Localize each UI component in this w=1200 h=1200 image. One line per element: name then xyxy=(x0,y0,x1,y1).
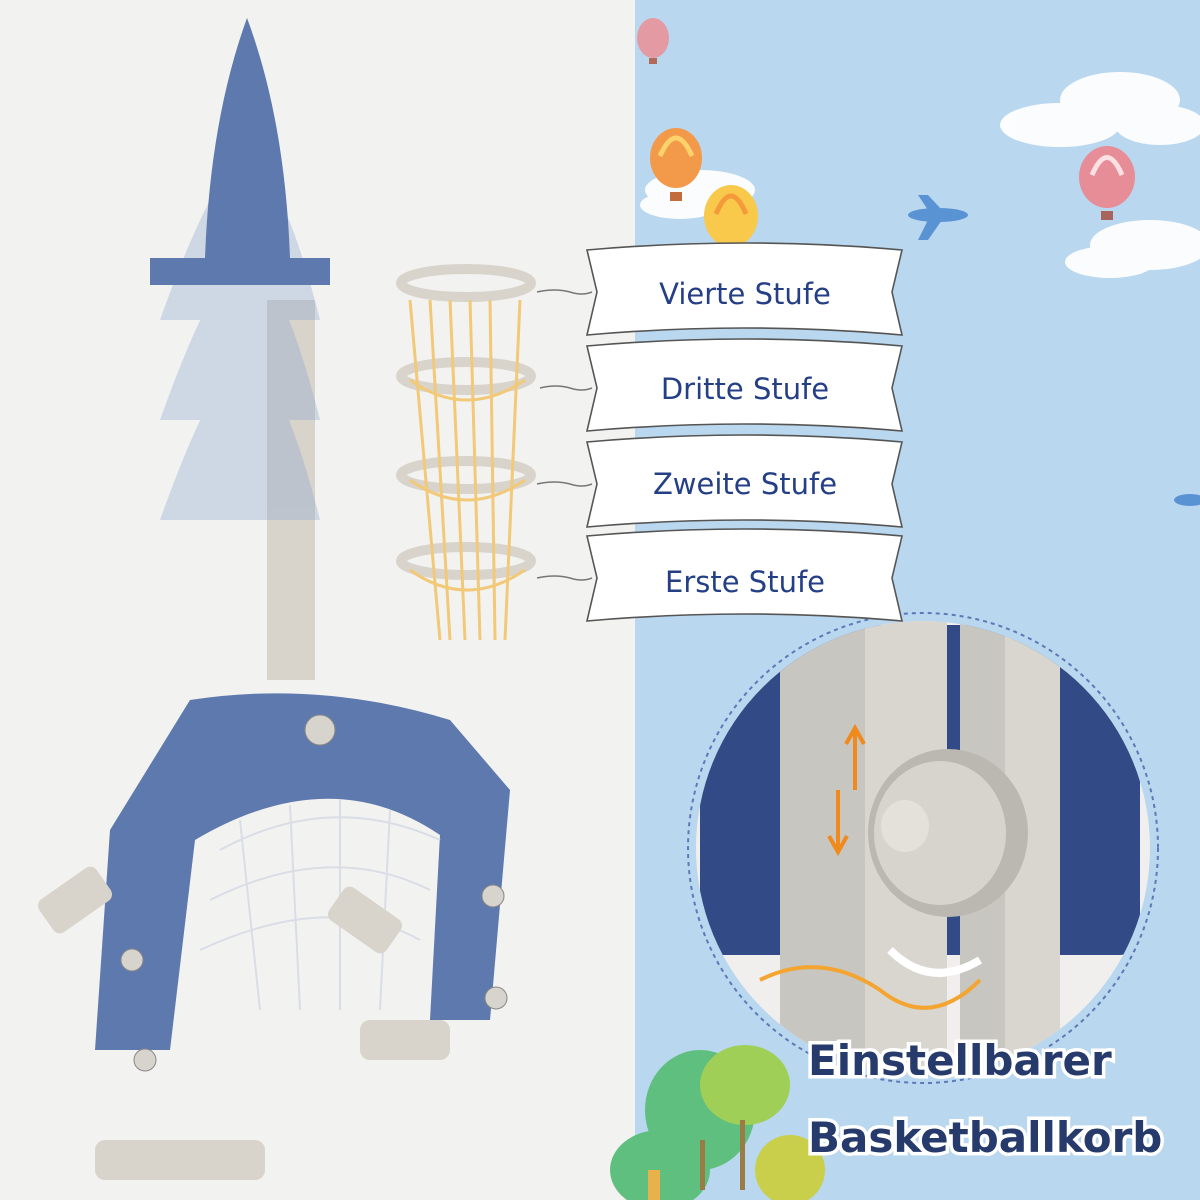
airplane-icon xyxy=(908,195,968,240)
level-label-text: Zweite Stufe xyxy=(653,467,837,501)
title-line-2: Basketballkorb xyxy=(808,1113,1162,1162)
level-label-zweite: Zweite Stufe xyxy=(585,434,904,528)
up-down-arrow-icon xyxy=(827,723,866,857)
studio-background xyxy=(0,0,640,1200)
hoop-ring xyxy=(396,456,536,494)
balloon-icon xyxy=(1079,146,1135,220)
rocket-backboard xyxy=(150,18,330,285)
tree-decoration xyxy=(610,1045,825,1200)
adjustment-knob-icon xyxy=(868,749,1028,917)
level-label-dritte: Dritte Stufe xyxy=(585,338,904,432)
balloon-icon xyxy=(637,18,669,64)
hoop-ring xyxy=(396,357,536,395)
balloon-icon xyxy=(650,128,702,201)
level-connectors xyxy=(536,289,593,581)
basketball-stand xyxy=(37,18,536,1180)
hoop-ring xyxy=(396,264,536,302)
airplane-icon xyxy=(1174,494,1200,506)
hoop-net xyxy=(408,299,526,641)
stand-legs xyxy=(37,866,450,1180)
level-label-vierte: Vierte Stufe xyxy=(585,242,904,336)
level-label-text: Erste Stufe xyxy=(665,565,825,599)
goal-arch xyxy=(95,693,510,1050)
level-label-erste: Erste Stufe xyxy=(585,528,904,622)
level-label-text: Vierte Stufe xyxy=(659,277,831,311)
screw-icon xyxy=(120,714,508,1072)
knob-zoom-circle xyxy=(687,612,1159,1084)
hoop-ring xyxy=(396,542,536,580)
title-line-1: Einstellbarer xyxy=(808,1036,1112,1085)
level-label-text: Dritte Stufe xyxy=(661,372,829,406)
